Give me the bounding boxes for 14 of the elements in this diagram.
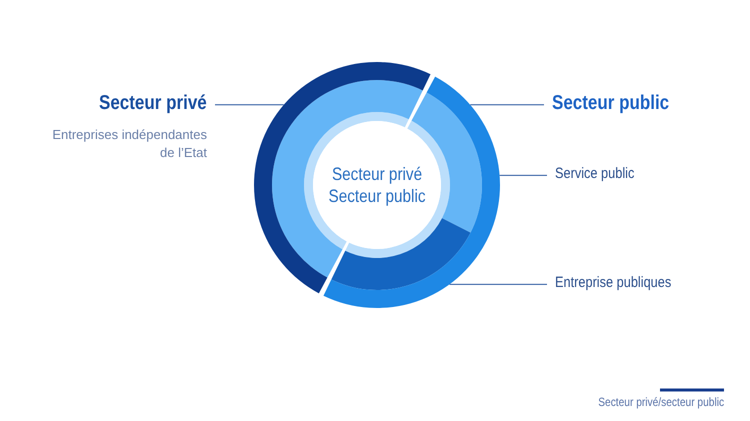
leader-line [470,104,544,106]
center-label: Secteur public [328,185,426,208]
callout-label: Service public [555,165,634,184]
callout-label: Entreprise publiques [555,274,672,293]
leader-line [449,284,548,285]
heading-label: Secteur public [552,91,670,116]
leader-line [499,174,548,176]
leader-line [214,104,284,106]
heading-label: Secteur privé [99,91,207,116]
legend-text: Secteur privé/secteur public [598,395,724,409]
center-label: Secteur privé [332,162,422,185]
ring-segment [254,62,431,294]
description-text: Entreprises indépendantes de l’Etat [51,126,207,162]
ring-segment [323,76,500,308]
